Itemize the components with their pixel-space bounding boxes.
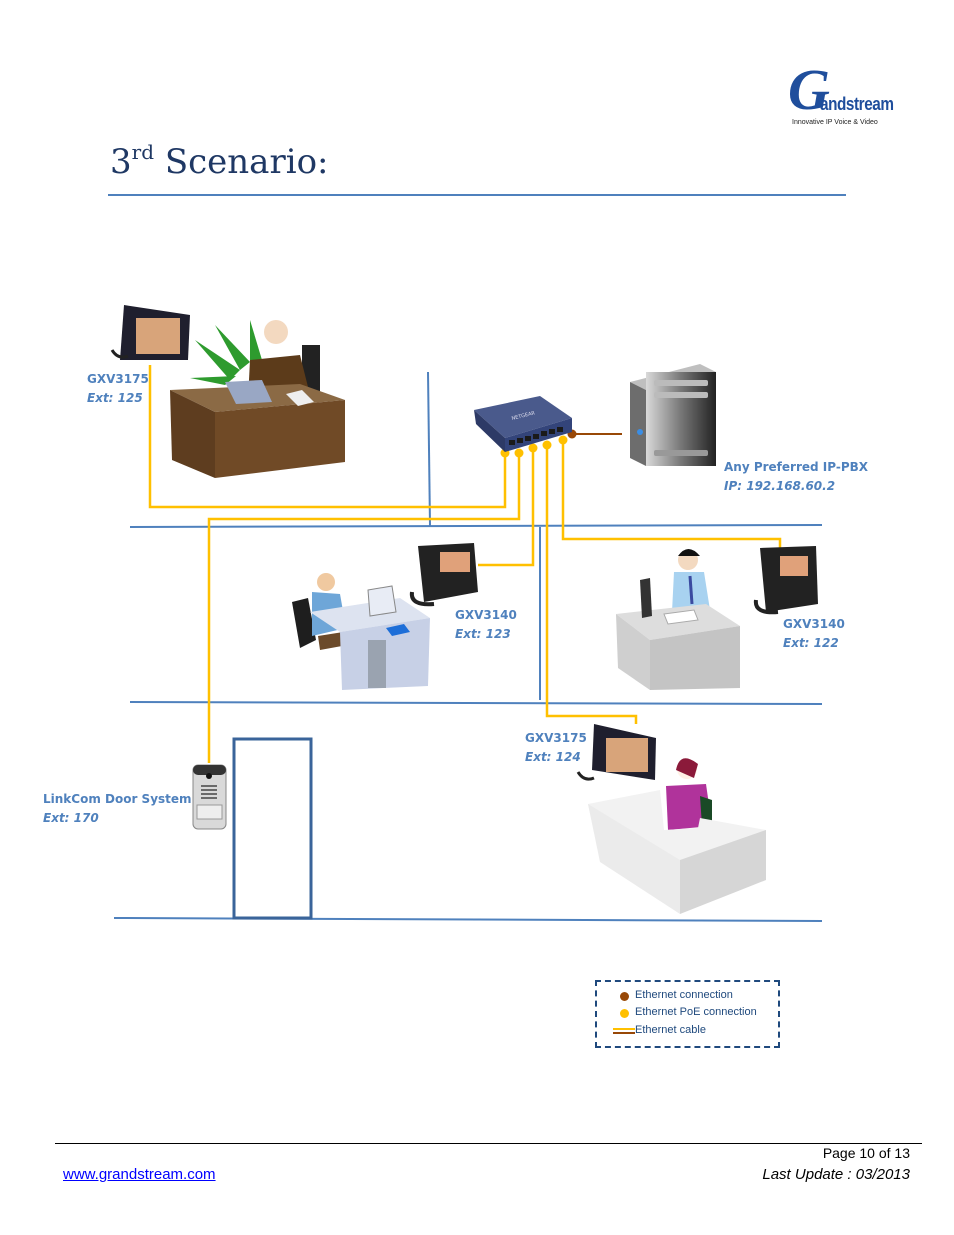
logo-mark: G <box>788 57 830 122</box>
website-link[interactable]: www.grandstream.com <box>63 1166 216 1183</box>
device-ext: Ext: 124 <box>525 750 581 764</box>
label-ip-pbx: Any Preferred IP-PBX IP: 192.168.60.2 <box>724 458 868 496</box>
logo-word: andstream <box>820 94 894 114</box>
grandstream-logo: G andstream Innovative IP Voice & Video <box>786 57 896 132</box>
device-ext: Ext: 170 <box>43 811 99 825</box>
office-worker-illustration <box>616 549 740 690</box>
device-ext: Ext: 125 <box>87 391 143 405</box>
label-gxv3175-124: GXV3175 Ext: 124 <box>525 729 587 767</box>
device-model: Any Preferred IP-PBX <box>724 460 869 474</box>
wall-line <box>427 371 431 527</box>
office-worker-illustration <box>292 573 430 690</box>
device-model: GXV3175 <box>525 731 587 745</box>
title-sup: rd <box>131 140 155 164</box>
poe-dot <box>558 435 568 445</box>
poe-dot <box>514 448 524 458</box>
device-model: GXV3175 <box>87 372 149 386</box>
door-intercom-icon <box>192 764 227 830</box>
executive-desk-illustration <box>170 320 345 478</box>
cable-to-gxv3140-123 <box>478 448 535 567</box>
gxv3175-phone-icon <box>576 724 656 781</box>
cable-to-gxv3175-124 <box>545 445 638 724</box>
legend-label: Ethernet connection <box>635 989 733 1001</box>
title-rule <box>108 194 846 196</box>
ethernet-dot-icon <box>620 992 629 1001</box>
device-model: GXV3140 <box>783 617 845 631</box>
legend: Ethernet connection Ethernet PoE connect… <box>595 980 780 1048</box>
last-update: Last Update : 03/2013 <box>762 1166 910 1183</box>
poe-cables <box>148 365 782 763</box>
plant-icon <box>190 320 262 385</box>
title-prefix: 3 <box>110 142 132 182</box>
legend-label: Ethernet PoE connection <box>635 1006 757 1018</box>
gxv3140-phone-icon <box>409 543 478 607</box>
reception-desk-illustration <box>588 758 766 914</box>
poe-dot <box>542 440 552 450</box>
walls <box>113 371 823 922</box>
legend-item-cable: Ethernet cable <box>613 1024 706 1036</box>
network-switch-icon: NETGEAR <box>474 396 572 452</box>
page-title: 3rd Scenario: <box>110 140 329 182</box>
device-ext: Ext: 122 <box>783 636 839 650</box>
cable-to-door-system <box>207 453 521 763</box>
page-number: Page 10 of 13 <box>822 1145 910 1161</box>
wall-line <box>129 524 823 528</box>
device-model: GXV3140 <box>455 608 517 622</box>
door <box>232 737 313 920</box>
cable-to-gxv3175-125 <box>148 365 507 509</box>
title-text: Scenario: <box>154 142 329 182</box>
logo-tagline: Innovative IP Voice & Video <box>792 119 878 126</box>
gxv3140-phone-icon <box>753 546 818 615</box>
legend-item-poe: Ethernet PoE connection <box>620 1006 757 1018</box>
wall-line <box>113 917 823 922</box>
switch-brand: NETGEAR <box>511 410 536 422</box>
legend-label: Ethernet cable <box>635 1024 706 1036</box>
label-gxv3140-122: GXV3140 Ext: 122 <box>783 615 845 653</box>
device-ip: IP: 192.168.60.2 <box>724 479 836 493</box>
gxv3175-phone-icon <box>110 305 190 360</box>
label-gxv3140-123: GXV3140 Ext: 123 <box>455 606 517 644</box>
poe-dot <box>528 443 538 453</box>
legend-item-ethernet: Ethernet connection <box>620 989 733 1001</box>
server-icon <box>630 364 716 466</box>
connection-dots <box>500 429 577 458</box>
label-gxv3175-125: GXV3175 Ext: 125 <box>87 370 149 408</box>
cable-icon <box>613 1028 635 1034</box>
footer-rule <box>55 1143 922 1144</box>
wall-line <box>129 701 823 705</box>
label-door-system: LinkCom Door System Ext: 170 <box>43 790 192 828</box>
device-model: LinkCom Door System <box>43 792 192 806</box>
device-ext: Ext: 123 <box>455 627 511 641</box>
cable-to-gxv3140-122 <box>561 440 782 552</box>
poe-dot-icon <box>620 1009 629 1018</box>
